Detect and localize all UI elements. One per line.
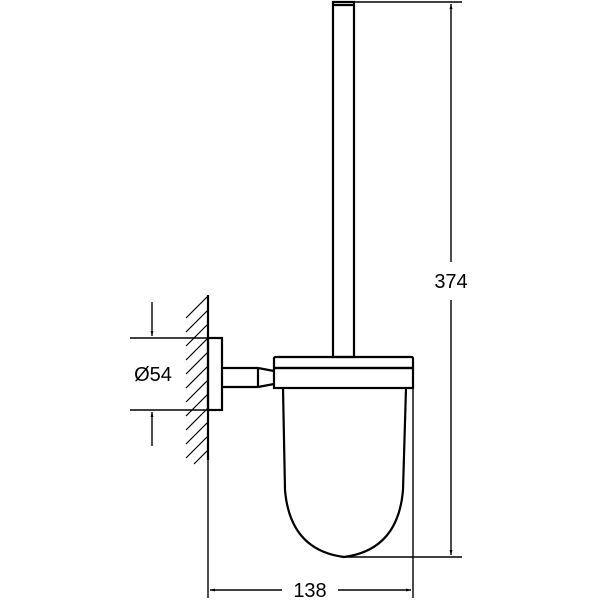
dimension-height: 374 <box>344 1 468 558</box>
dimension-label-depth: 138 <box>293 580 326 600</box>
wall-flange <box>206 336 224 412</box>
wall <box>185 295 210 465</box>
dimension-label-flange-diameter: Ø54 <box>134 364 172 386</box>
cup-holder-ring <box>272 355 415 390</box>
dimension-flange-diameter: Ø54 <box>130 302 208 446</box>
glass-cup <box>281 387 408 559</box>
dimension-label-height: 374 <box>434 271 467 293</box>
support-rod <box>222 366 275 389</box>
brush-handle <box>331 0 356 359</box>
dimension-depth: 138 <box>207 388 414 600</box>
wall-hatching <box>185 295 209 465</box>
